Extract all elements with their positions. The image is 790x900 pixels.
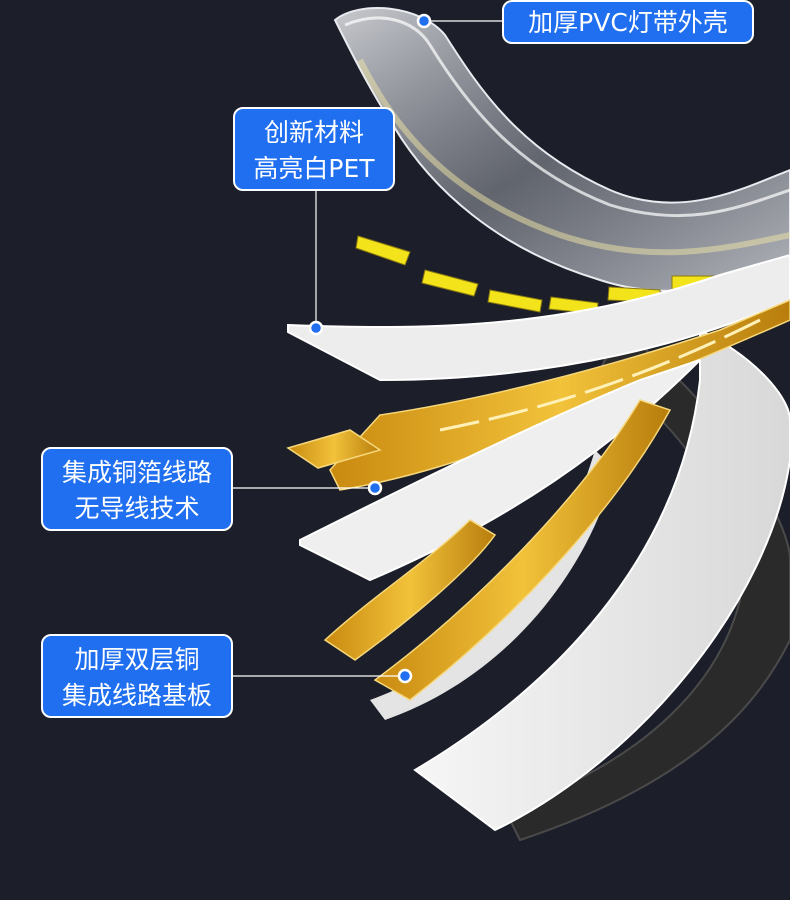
callout-foil-line2: 无导线技术	[55, 491, 219, 527]
callout-pvc-shell: 加厚PVC灯带外壳	[502, 0, 754, 44]
marker-dot-pet	[310, 322, 322, 334]
marker-dot-pvc	[418, 15, 430, 27]
callout-foil-line1: 集成铜箔线路	[55, 455, 219, 491]
callout-copper-foil: 集成铜箔线路 无导线技术	[41, 447, 233, 531]
callout-pet-line1: 创新材料	[247, 115, 381, 151]
marker-dot-board	[399, 670, 411, 682]
callout-pet-layer: 创新材料 高亮白PET	[233, 107, 395, 191]
callout-copper-board: 加厚双层铜 集成线路基板	[41, 634, 233, 718]
callout-board-line2: 集成线路基板	[55, 678, 219, 714]
callout-pvc-text: 加厚PVC灯带外壳	[514, 4, 742, 42]
callout-pet-line2: 高亮白PET	[247, 151, 381, 187]
pvc-shell	[335, 8, 790, 291]
callout-board-line1: 加厚双层铜	[55, 642, 219, 678]
marker-dot-foil	[369, 482, 381, 494]
